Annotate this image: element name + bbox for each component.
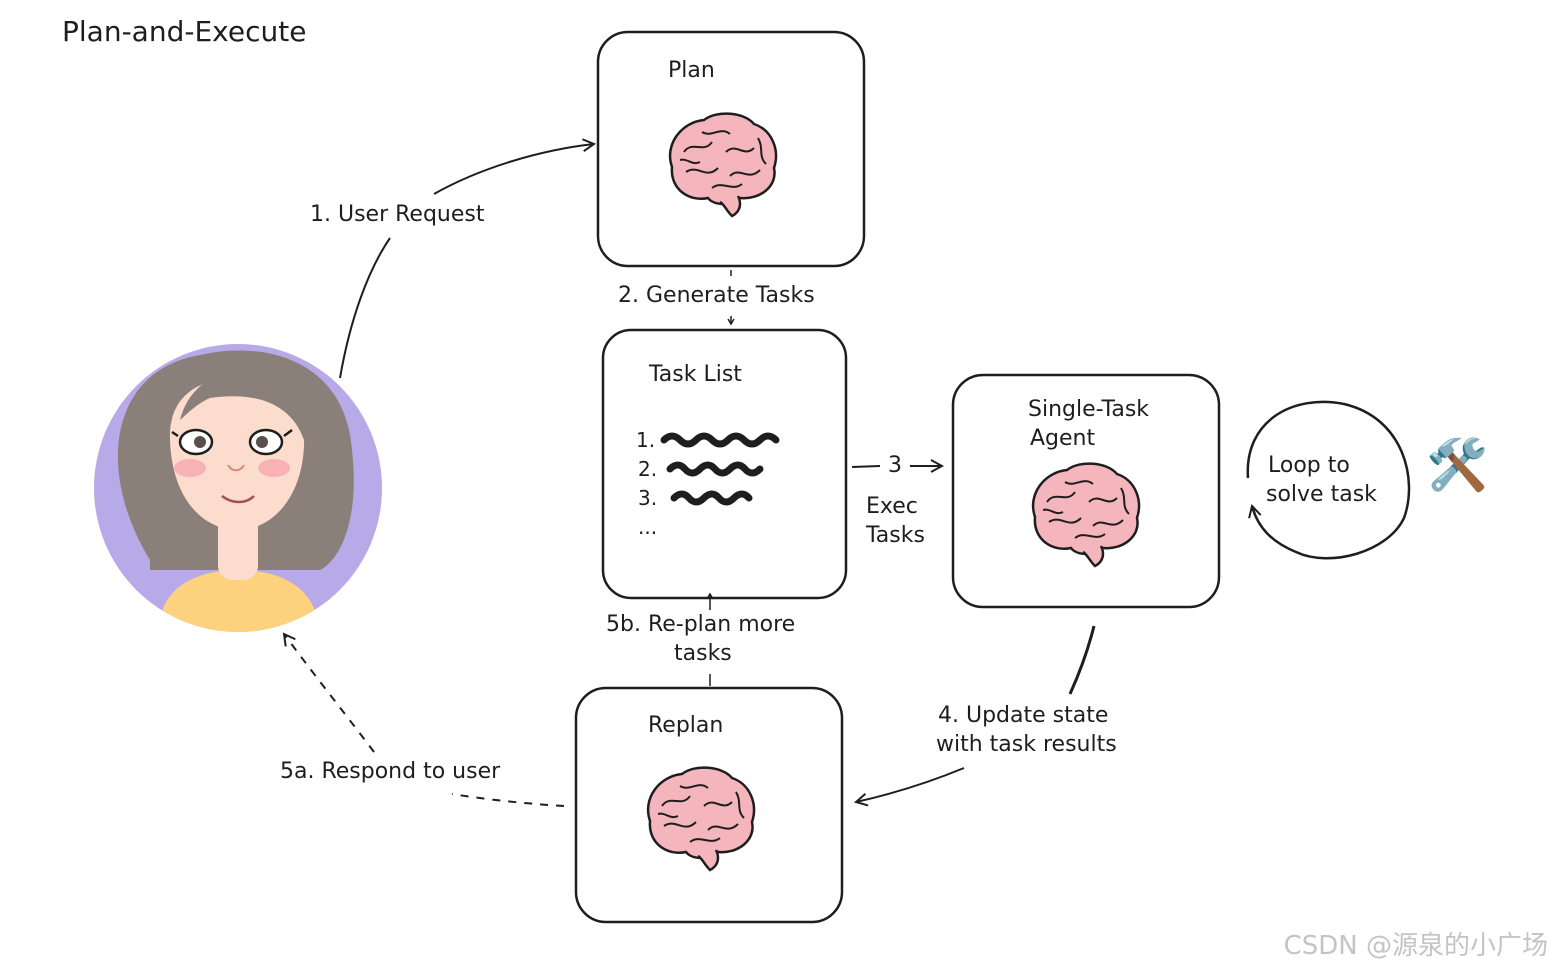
- task-item-2: 2.: [638, 457, 658, 481]
- agent-label-line2: Agent: [1030, 426, 1096, 451]
- edge-update-top: [1068, 625, 1096, 695]
- task-item-3: 3.: [638, 486, 658, 510]
- loop-circle: [1246, 400, 1411, 560]
- user-avatar: [94, 344, 382, 632]
- plan-box: [596, 30, 866, 268]
- loop-label-line1: Loop to: [1268, 453, 1350, 478]
- watermark: CSDN @源泉的小广场: [1283, 931, 1548, 961]
- edge-label-generate-tasks: 2. Generate Tasks: [618, 283, 815, 308]
- edge-user-request-arrow: [433, 144, 594, 195]
- brain-icon: [1031, 462, 1141, 568]
- plan-label: Plan: [668, 58, 715, 83]
- task-list-title: Task List: [649, 362, 742, 387]
- diagram-title: Plan-and-Execute: [62, 15, 307, 48]
- agent-box: [951, 373, 1221, 609]
- edge-update-bottom: [856, 767, 965, 802]
- task-item-more: ...: [638, 515, 658, 539]
- edge-label-update-line1: 4. Update state: [938, 703, 1109, 728]
- edge-label-respond: 5a. Respond to user: [280, 759, 501, 784]
- edge-label-exec-line1: Exec: [866, 494, 918, 519]
- hammer-wrench-icon: 🛠️: [1426, 436, 1489, 494]
- replan-box: [574, 686, 844, 924]
- replan-label: Replan: [648, 713, 724, 738]
- task-squiggles: [660, 432, 780, 506]
- edge-label-replan-line2: tasks: [674, 641, 732, 666]
- edge-label-replan-line1: 5b. Re-plan more: [606, 612, 796, 637]
- edge-exec-left: [851, 465, 881, 468]
- edge-user-request: [339, 237, 391, 379]
- brain-icon: [646, 766, 756, 872]
- edge-label-update-line2: with task results: [936, 732, 1117, 757]
- edge-respond-left: [284, 634, 375, 753]
- edge-label-exec-number: 3: [888, 453, 902, 478]
- edge-label-user-request: 1. User Request: [310, 202, 485, 227]
- agent-label-line1: Single-Task: [1028, 397, 1150, 422]
- edge-label-exec-line2: Tasks: [866, 523, 925, 548]
- brain-icon: [668, 112, 778, 218]
- loop-label-line2: solve task: [1266, 482, 1377, 507]
- edge-respond-right: [451, 793, 565, 807]
- task-item-1: 1.: [636, 428, 656, 452]
- task-list-box: [601, 328, 848, 600]
